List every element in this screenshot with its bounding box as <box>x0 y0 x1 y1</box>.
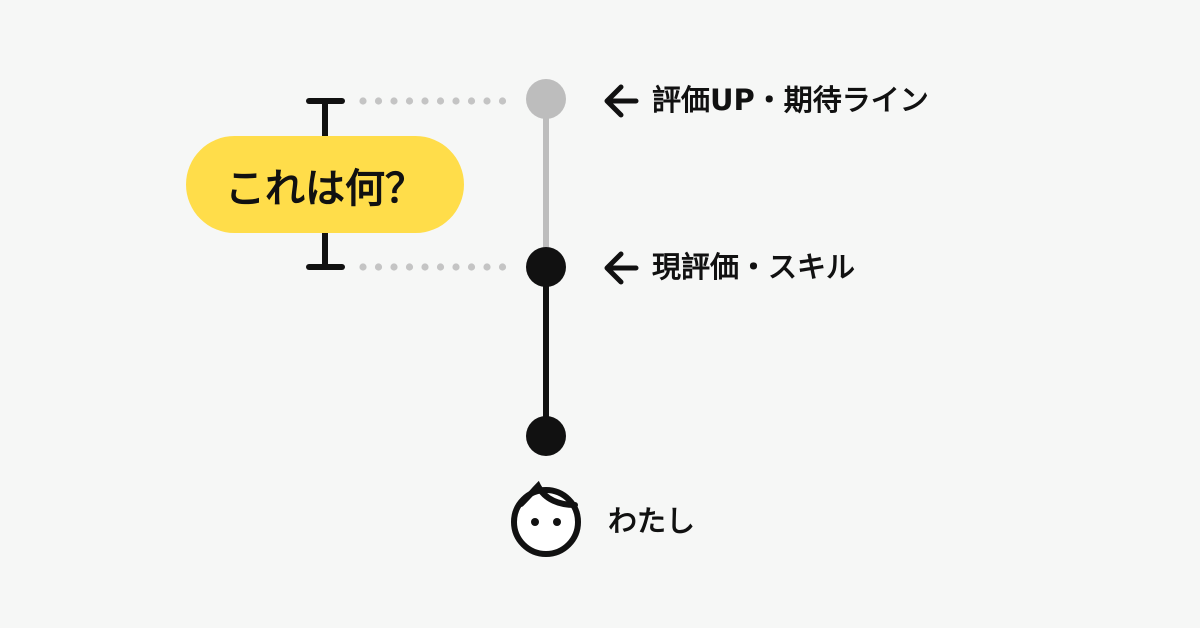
dot <box>374 97 383 105</box>
dotted-line-bottom <box>359 263 507 271</box>
dot <box>483 263 491 271</box>
question-badge: これは何？ <box>186 136 464 233</box>
dot <box>467 263 476 271</box>
dot <box>390 263 398 271</box>
me-label: わたし <box>608 504 696 538</box>
dot <box>483 97 491 105</box>
dot <box>436 263 445 271</box>
arrow-left-icon <box>604 84 639 118</box>
dot <box>498 263 507 271</box>
dot <box>452 263 460 271</box>
expected-line-label: 評価UP・期待ライン <box>652 83 929 117</box>
dot <box>498 97 507 105</box>
arrow-left-icon <box>604 251 639 285</box>
dot <box>467 97 476 105</box>
current-node <box>526 247 566 287</box>
dot <box>359 263 367 271</box>
dot <box>436 97 445 105</box>
dot <box>390 97 398 105</box>
dot <box>421 263 429 271</box>
dot <box>374 263 383 271</box>
start-node <box>526 416 566 456</box>
current-skill-label: 現評価・スキル <box>652 250 856 284</box>
dot <box>359 97 367 105</box>
dot <box>405 97 414 105</box>
face-icon <box>511 480 581 557</box>
dotted-line-top <box>359 97 507 105</box>
dot <box>421 97 429 105</box>
dot <box>405 263 414 271</box>
expected-node <box>526 79 566 119</box>
dot <box>452 97 460 105</box>
